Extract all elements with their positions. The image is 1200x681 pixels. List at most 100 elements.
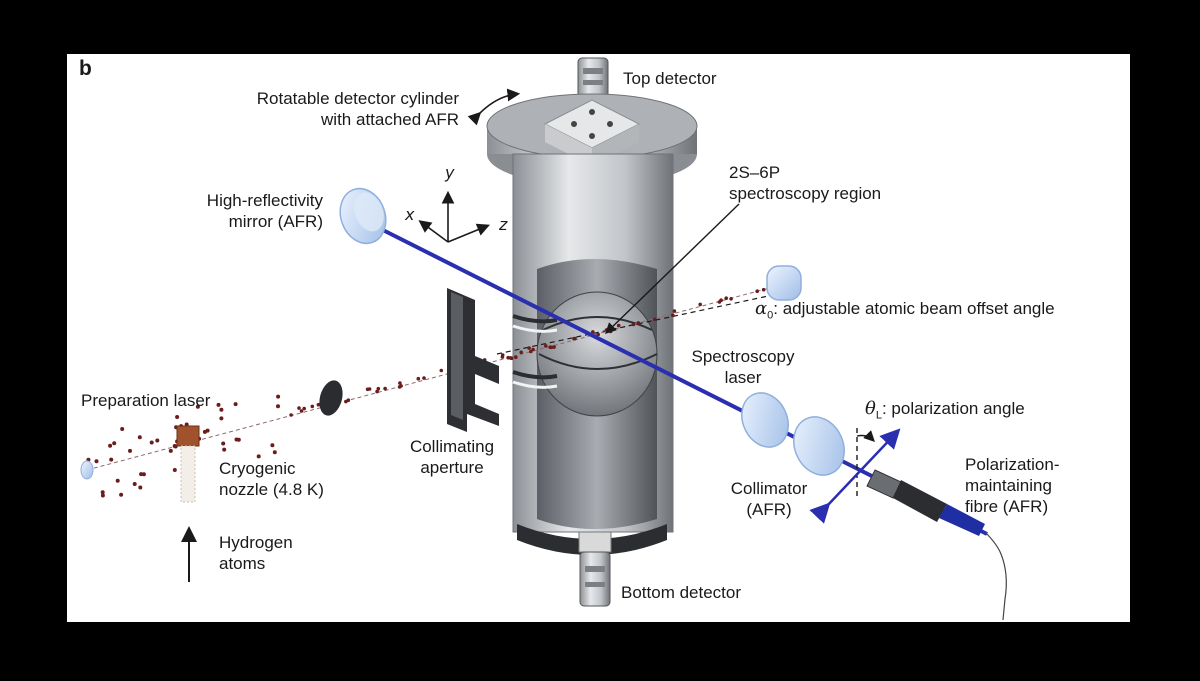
rotation-arrow	[467, 88, 521, 126]
atom-dot	[365, 387, 370, 392]
polarization-maintaining-fibre	[866, 469, 1007, 621]
atom-dot	[399, 384, 403, 388]
label-nozzle-line2: nozzle (4.8 K)	[219, 480, 324, 499]
atom-dot	[310, 404, 315, 409]
atom-dot	[724, 296, 728, 300]
atom-dot	[596, 332, 600, 337]
label-rotatable-line1: Rotatable detector cylinder	[256, 89, 459, 108]
atom-dot	[94, 459, 99, 464]
atom-dot	[506, 355, 511, 360]
atom-dot	[100, 493, 105, 498]
atom-dot	[172, 444, 177, 448]
figure-panel: b Top detector Rotatable detector cylind…	[67, 54, 1130, 622]
atom-dot	[529, 349, 533, 354]
atom-dot	[717, 300, 722, 304]
atom-dot	[729, 297, 733, 301]
atom-dot	[155, 438, 160, 443]
label-hydrogen-atoms: Hydrogen atoms	[219, 532, 293, 574]
atom-dot	[376, 386, 381, 391]
axis-label-y: y	[445, 163, 455, 182]
atom-dot	[112, 441, 117, 446]
atom-dot	[616, 323, 621, 328]
atom-dot	[631, 322, 636, 327]
atom-dot	[172, 468, 177, 472]
label-fibre-line2: maintaining	[965, 476, 1052, 495]
spectroscopy-region-pointer	[604, 203, 740, 334]
axis-label-x: x	[405, 205, 415, 224]
atom-dot	[375, 389, 379, 394]
label-region-line2: spectroscopy region	[729, 184, 882, 203]
label-mirror-line1: High-reflectivity	[206, 191, 323, 210]
detector-cylinder	[512, 153, 674, 555]
atom-dot	[234, 437, 239, 442]
atom-dot	[514, 355, 518, 360]
label-hydrogen-line2: atoms	[219, 554, 266, 573]
label-collimator-line2: (AFR)	[746, 500, 792, 519]
atom-dot	[316, 402, 321, 407]
atom-dot	[270, 443, 275, 448]
atom-dot	[344, 399, 348, 404]
atom-dot	[636, 321, 641, 325]
label-rotatable-line2: with attached AFR	[321, 110, 459, 129]
atom-dot	[519, 350, 523, 355]
polarization-indicator	[809, 428, 901, 524]
coordinate-axes	[418, 190, 490, 243]
atom-dot	[233, 402, 238, 407]
atom-dot	[120, 427, 125, 431]
axis-label-z: z	[499, 215, 508, 234]
atom-dot	[216, 402, 221, 407]
atom-dot	[509, 356, 514, 361]
atom-dot	[256, 454, 261, 459]
atom-dot	[383, 386, 387, 391]
symbol-theta-sub: L	[875, 409, 882, 422]
atom-dot	[138, 485, 143, 490]
atom-dot	[149, 440, 154, 445]
label-laser-line1: Spectroscopy	[691, 347, 795, 366]
atom-dot	[531, 347, 535, 352]
atom-dot	[119, 492, 124, 497]
atom-dot	[573, 336, 577, 341]
label-collimator: Collimator (AFR)	[717, 478, 821, 520]
label-bottom-detector: Bottom detector	[621, 583, 742, 602]
atom-dot	[132, 482, 137, 486]
atom-dot	[100, 490, 105, 495]
atom-dot	[289, 413, 293, 417]
label-rotatable-cylinder: Rotatable detector cylinder with attache…	[197, 88, 459, 130]
atom-dot	[671, 313, 675, 318]
preparation-aperture-disk	[319, 380, 343, 416]
label-collimating-line1: Collimating	[409, 437, 495, 456]
atom-dot	[115, 478, 120, 483]
atom-dot	[416, 376, 421, 381]
label-fibre-line1: Polarization-	[965, 455, 1060, 474]
top-detector	[577, 57, 609, 103]
label-spectroscopy-region: 2S–6P spectroscopy region	[729, 162, 881, 204]
atom-dot	[276, 394, 281, 399]
high-reflectivity-mirror	[339, 187, 387, 245]
atom-dot	[128, 448, 132, 453]
atom-dot	[272, 450, 277, 455]
atom-dot	[698, 302, 702, 307]
atom-dot	[219, 416, 224, 421]
atom-dot	[205, 428, 210, 433]
label-preparation-laser: Preparation laser	[81, 391, 211, 410]
atom-dot	[439, 368, 444, 373]
atom-dot	[222, 447, 227, 452]
label-nozzle-line1: Cryogenic	[219, 459, 296, 478]
atom-dot	[544, 344, 548, 348]
atomic-beam	[86, 285, 788, 471]
preparation-laser-optic	[80, 460, 94, 480]
atom-dot	[755, 289, 759, 293]
bottom-detector	[578, 531, 612, 607]
atom-dot	[276, 404, 280, 409]
atomic-beam-end-optic	[766, 265, 802, 301]
symbol-theta: θ	[865, 398, 876, 419]
apparatus-illustration	[80, 57, 1007, 621]
offset-angle-text: : adjustable atomic beam offset angle	[773, 299, 1055, 318]
atom-dot	[299, 409, 304, 413]
label-fibre: Polarization- maintaining fibre (AFR)	[965, 454, 1060, 517]
polarization-angle-text: : polarization angle	[881, 399, 1025, 418]
label-laser-line2: laser	[724, 368, 762, 387]
atom-dot	[297, 406, 301, 410]
atom-dot	[591, 330, 595, 334]
label-polarization-angle: θL: polarization angle	[865, 398, 1025, 426]
